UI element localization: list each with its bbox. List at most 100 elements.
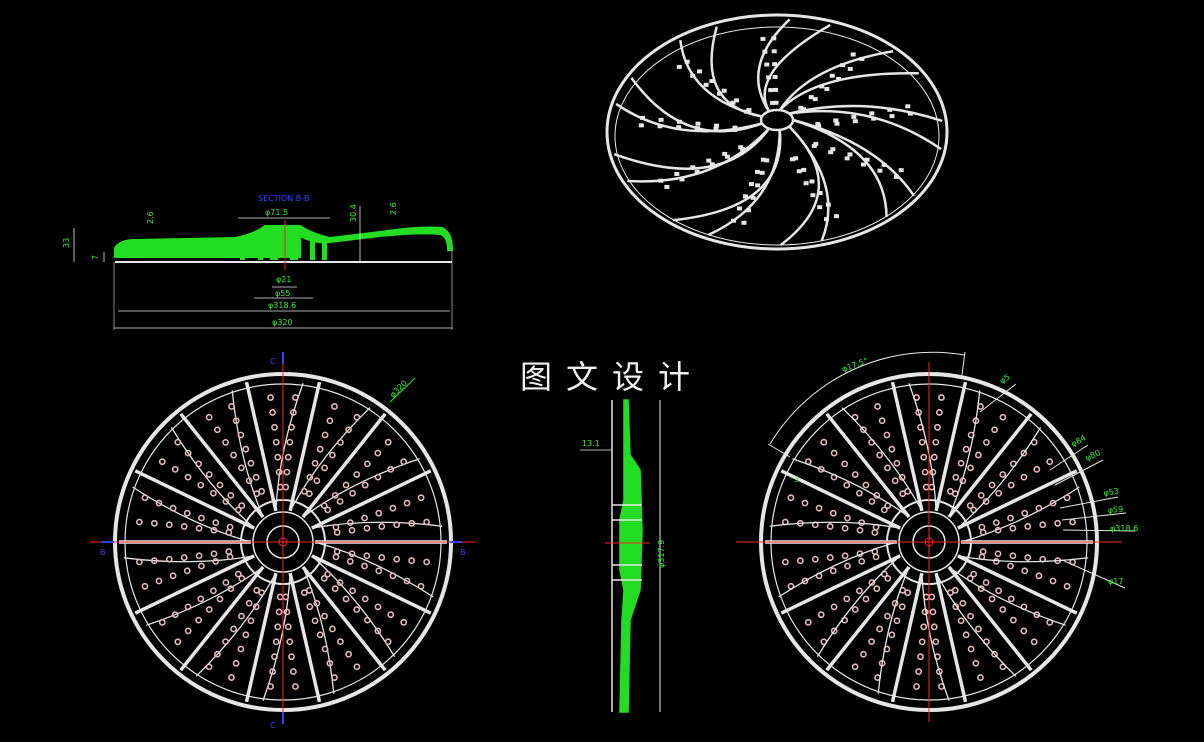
drain-hole bbox=[212, 557, 220, 565]
iso-hole bbox=[833, 118, 839, 123]
iso-hole bbox=[824, 217, 830, 222]
dim-rear-d318-6: φ318.6 bbox=[1110, 524, 1138, 533]
drain-hole bbox=[282, 593, 290, 601]
iso-hole bbox=[695, 121, 701, 126]
drain-hole bbox=[858, 557, 866, 565]
drain-hole bbox=[361, 595, 369, 603]
vane-curve bbox=[170, 427, 255, 529]
drain-hole bbox=[826, 523, 834, 530]
drain-hole bbox=[238, 612, 245, 620]
drain-hole bbox=[841, 552, 849, 560]
dim-d5: φ5 bbox=[998, 372, 1012, 385]
dim-d55: φ55 bbox=[275, 289, 290, 298]
drain-hole bbox=[184, 627, 192, 635]
drain-hole bbox=[962, 631, 970, 639]
iso-hole bbox=[706, 158, 712, 163]
drain-hole bbox=[830, 603, 838, 611]
drain-hole bbox=[952, 603, 960, 611]
spoke bbox=[179, 565, 265, 672]
iso-hole bbox=[742, 194, 748, 199]
drain-hole bbox=[332, 553, 340, 561]
drain-hole bbox=[311, 617, 319, 625]
dim-d17: φ17 bbox=[1108, 577, 1123, 586]
drain-hole bbox=[348, 550, 356, 558]
iso-hub bbox=[759, 108, 795, 132]
drain-hole bbox=[225, 529, 233, 536]
section-rib bbox=[322, 238, 327, 260]
drain-hole bbox=[378, 554, 386, 561]
drain-hole bbox=[329, 625, 336, 633]
drain-hole bbox=[226, 553, 234, 561]
drain-hole bbox=[321, 464, 328, 472]
drain-hole bbox=[345, 426, 352, 434]
drain-hole bbox=[353, 606, 361, 613]
drain-hole bbox=[195, 616, 203, 624]
drain-hole bbox=[841, 460, 849, 468]
iso-hole bbox=[709, 79, 715, 84]
drain-hole bbox=[1021, 509, 1029, 517]
angle-extension bbox=[961, 351, 966, 376]
vane-curve bbox=[921, 573, 950, 701]
iso-hole bbox=[717, 91, 723, 96]
iso-hole bbox=[771, 49, 777, 54]
drain-hole bbox=[826, 554, 834, 561]
drain-hole bbox=[862, 481, 870, 489]
iso-hole bbox=[750, 195, 756, 200]
drain-hole bbox=[1020, 473, 1028, 481]
vane-curve bbox=[123, 555, 255, 563]
drain-hole bbox=[801, 577, 809, 585]
drain-hole bbox=[387, 465, 395, 473]
drain-hole bbox=[400, 458, 408, 466]
iso-hole bbox=[721, 88, 727, 93]
vane-curve bbox=[841, 407, 923, 512]
drain-hole bbox=[930, 453, 938, 461]
drain-hole bbox=[210, 526, 218, 534]
iso-hole bbox=[825, 202, 831, 207]
drain-hole bbox=[345, 650, 352, 658]
iso-vane bbox=[679, 39, 763, 118]
drain-hole bbox=[289, 668, 297, 675]
drain-hole bbox=[967, 464, 974, 472]
drain-hole bbox=[868, 498, 876, 505]
drain-hole bbox=[817, 465, 825, 473]
drain-hole bbox=[417, 582, 425, 590]
drain-hole bbox=[375, 509, 383, 517]
drain-hole bbox=[994, 526, 1002, 534]
drain-hole bbox=[408, 519, 416, 527]
drain-hole bbox=[227, 491, 235, 499]
drain-hole bbox=[893, 459, 901, 467]
side-section-view: 13.1 φ317.9 bbox=[580, 399, 666, 713]
spoke bbox=[301, 412, 387, 519]
drain-hole bbox=[336, 579, 344, 586]
drain-hole bbox=[1049, 577, 1057, 585]
iso-hole bbox=[852, 119, 858, 124]
drain-hole bbox=[232, 659, 240, 667]
drain-hole bbox=[883, 431, 891, 439]
iso-hole bbox=[694, 126, 700, 131]
drain-hole bbox=[876, 451, 883, 459]
drain-hole bbox=[329, 451, 336, 459]
dim-h7: 7 bbox=[91, 255, 100, 260]
drain-hole bbox=[234, 506, 242, 514]
drain-hole bbox=[1039, 521, 1047, 529]
drain-hole bbox=[787, 494, 795, 502]
spoke bbox=[934, 572, 968, 703]
drain-hole bbox=[209, 587, 217, 595]
drain-hole bbox=[915, 668, 923, 675]
iso-hole bbox=[709, 162, 715, 167]
drain-hole bbox=[979, 548, 987, 555]
drain-hole bbox=[929, 608, 937, 616]
iso-hole bbox=[834, 121, 840, 126]
iso-hole bbox=[851, 114, 857, 119]
drain-hole bbox=[856, 526, 864, 534]
drain-hole bbox=[868, 638, 875, 646]
drain-hole bbox=[817, 611, 825, 619]
drain-hole bbox=[245, 477, 253, 485]
drain-hole bbox=[337, 638, 344, 646]
drain-hole bbox=[878, 417, 886, 425]
vane-curve bbox=[948, 390, 981, 518]
drain-hole bbox=[228, 674, 235, 681]
iso-hole bbox=[810, 193, 816, 198]
drain-hole bbox=[336, 498, 344, 505]
drain-hole bbox=[374, 603, 382, 611]
